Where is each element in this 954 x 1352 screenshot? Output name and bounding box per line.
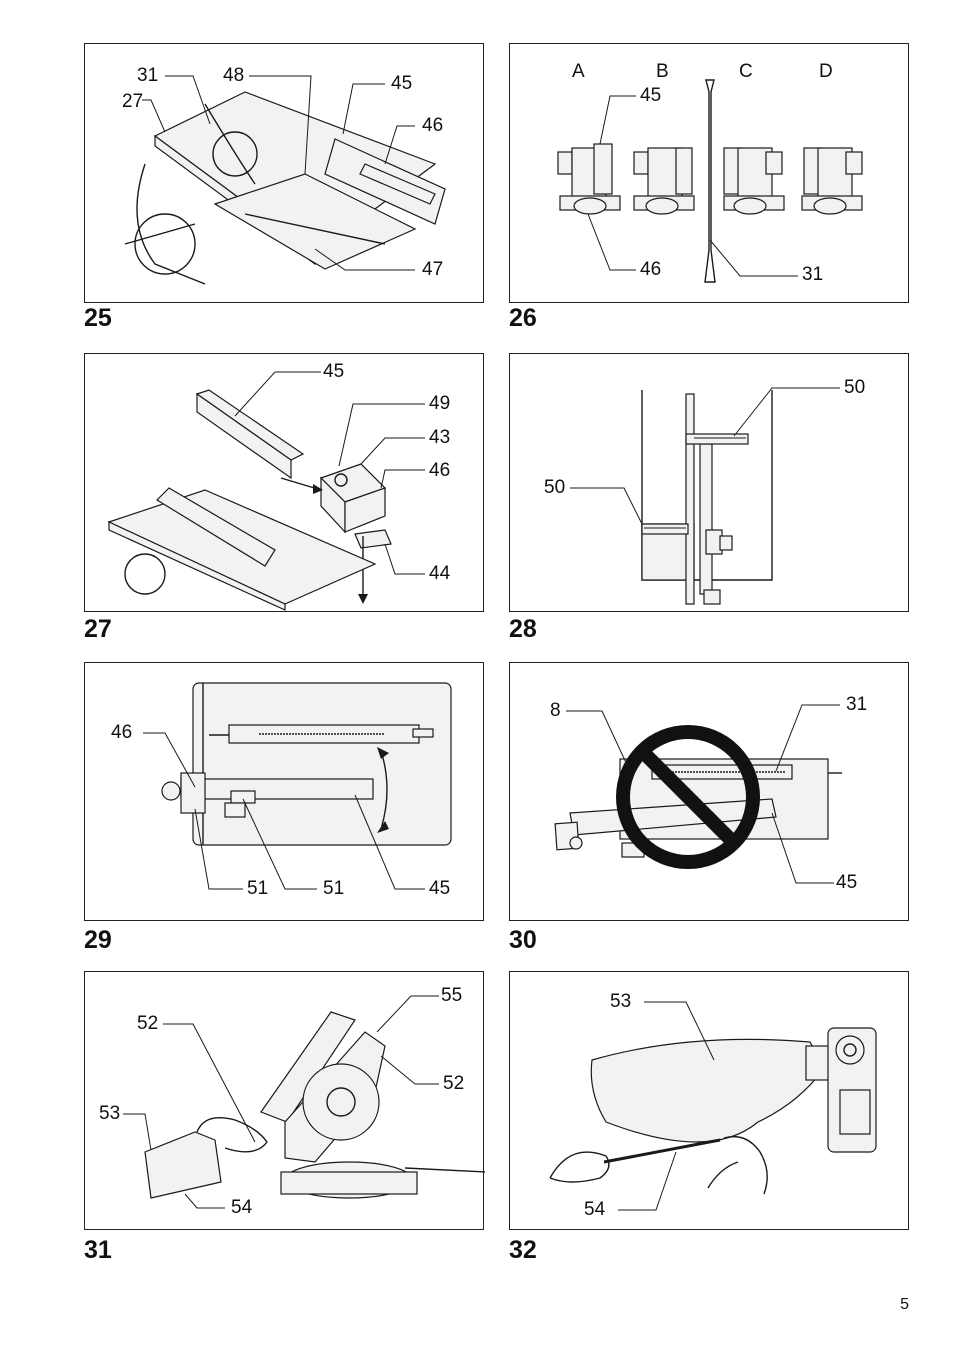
callout-47: 47 bbox=[422, 259, 444, 280]
figure-32-number: 32 bbox=[509, 1236, 537, 1264]
figure-32-panel: 53 54 bbox=[509, 971, 909, 1230]
position-b-label: B bbox=[656, 61, 669, 82]
callout-50-left: 50 bbox=[544, 477, 566, 498]
figure-26-panel: A B C D 45 46 31 bbox=[509, 43, 909, 303]
callout-54: 54 bbox=[584, 1199, 606, 1220]
callout-31: 31 bbox=[802, 264, 824, 285]
figure-29-panel: 46 51 51 45 bbox=[84, 662, 484, 921]
figure-25-illustration bbox=[124, 75, 446, 285]
ruler-ticks-28 bbox=[644, 437, 746, 529]
figure-29-illustration bbox=[143, 682, 452, 890]
callout-46: 46 bbox=[640, 259, 662, 280]
figure-28-illustration bbox=[570, 387, 840, 605]
figure-31-panel: 52 55 52 53 54 bbox=[84, 971, 485, 1230]
callout-49: 49 bbox=[429, 393, 451, 414]
callout-52-left: 52 bbox=[137, 1013, 159, 1034]
callout-46: 46 bbox=[111, 722, 133, 743]
callout-51-left: 51 bbox=[247, 878, 269, 899]
figure-26-number: 26 bbox=[509, 304, 537, 332]
figure-31-illustration bbox=[123, 995, 485, 1209]
callout-8: 8 bbox=[550, 700, 561, 721]
figure-30-illustration bbox=[554, 704, 842, 884]
callout-45: 45 bbox=[640, 85, 662, 106]
callout-45: 45 bbox=[323, 361, 345, 382]
callout-44: 44 bbox=[429, 563, 451, 584]
figure-27-number: 27 bbox=[84, 615, 112, 643]
callout-55: 55 bbox=[441, 985, 463, 1006]
callout-45: 45 bbox=[429, 878, 451, 899]
callout-46: 46 bbox=[422, 115, 444, 136]
callout-31: 31 bbox=[846, 694, 868, 715]
figure-27-panel: 45 49 43 46 44 bbox=[84, 353, 484, 612]
callout-52-right: 52 bbox=[443, 1073, 465, 1094]
position-a-label: A bbox=[572, 61, 585, 82]
page-number: 5 bbox=[900, 1296, 909, 1313]
callout-45: 45 bbox=[836, 872, 858, 893]
callout-54: 54 bbox=[231, 1197, 253, 1218]
figure-25-number: 25 bbox=[84, 304, 112, 332]
figure-31-number: 31 bbox=[84, 1236, 112, 1264]
figure-32-illustration bbox=[549, 1001, 877, 1211]
callout-50-top: 50 bbox=[844, 377, 866, 398]
figure-27-illustration bbox=[107, 371, 425, 611]
callout-53: 53 bbox=[99, 1103, 121, 1124]
callout-46: 46 bbox=[429, 460, 451, 481]
figure-30-number: 30 bbox=[509, 926, 537, 954]
callout-51-right: 51 bbox=[323, 878, 345, 899]
callout-27: 27 bbox=[122, 91, 144, 112]
callout-43: 43 bbox=[429, 427, 451, 448]
callout-48: 48 bbox=[223, 65, 245, 86]
figure-25-panel: 31 48 45 27 46 47 bbox=[84, 43, 484, 303]
position-d-label: D bbox=[819, 61, 833, 82]
figure-30-panel: 8 31 45 bbox=[509, 662, 909, 921]
figure-28-panel: 50 50 bbox=[509, 353, 909, 612]
callout-45: 45 bbox=[391, 73, 413, 94]
position-c-label: C bbox=[739, 61, 753, 82]
callout-53: 53 bbox=[610, 991, 632, 1012]
figure-28-number: 28 bbox=[509, 615, 537, 643]
callout-31: 31 bbox=[137, 65, 159, 86]
figure-29-number: 29 bbox=[84, 926, 112, 954]
figure-26-illustration bbox=[557, 79, 863, 283]
